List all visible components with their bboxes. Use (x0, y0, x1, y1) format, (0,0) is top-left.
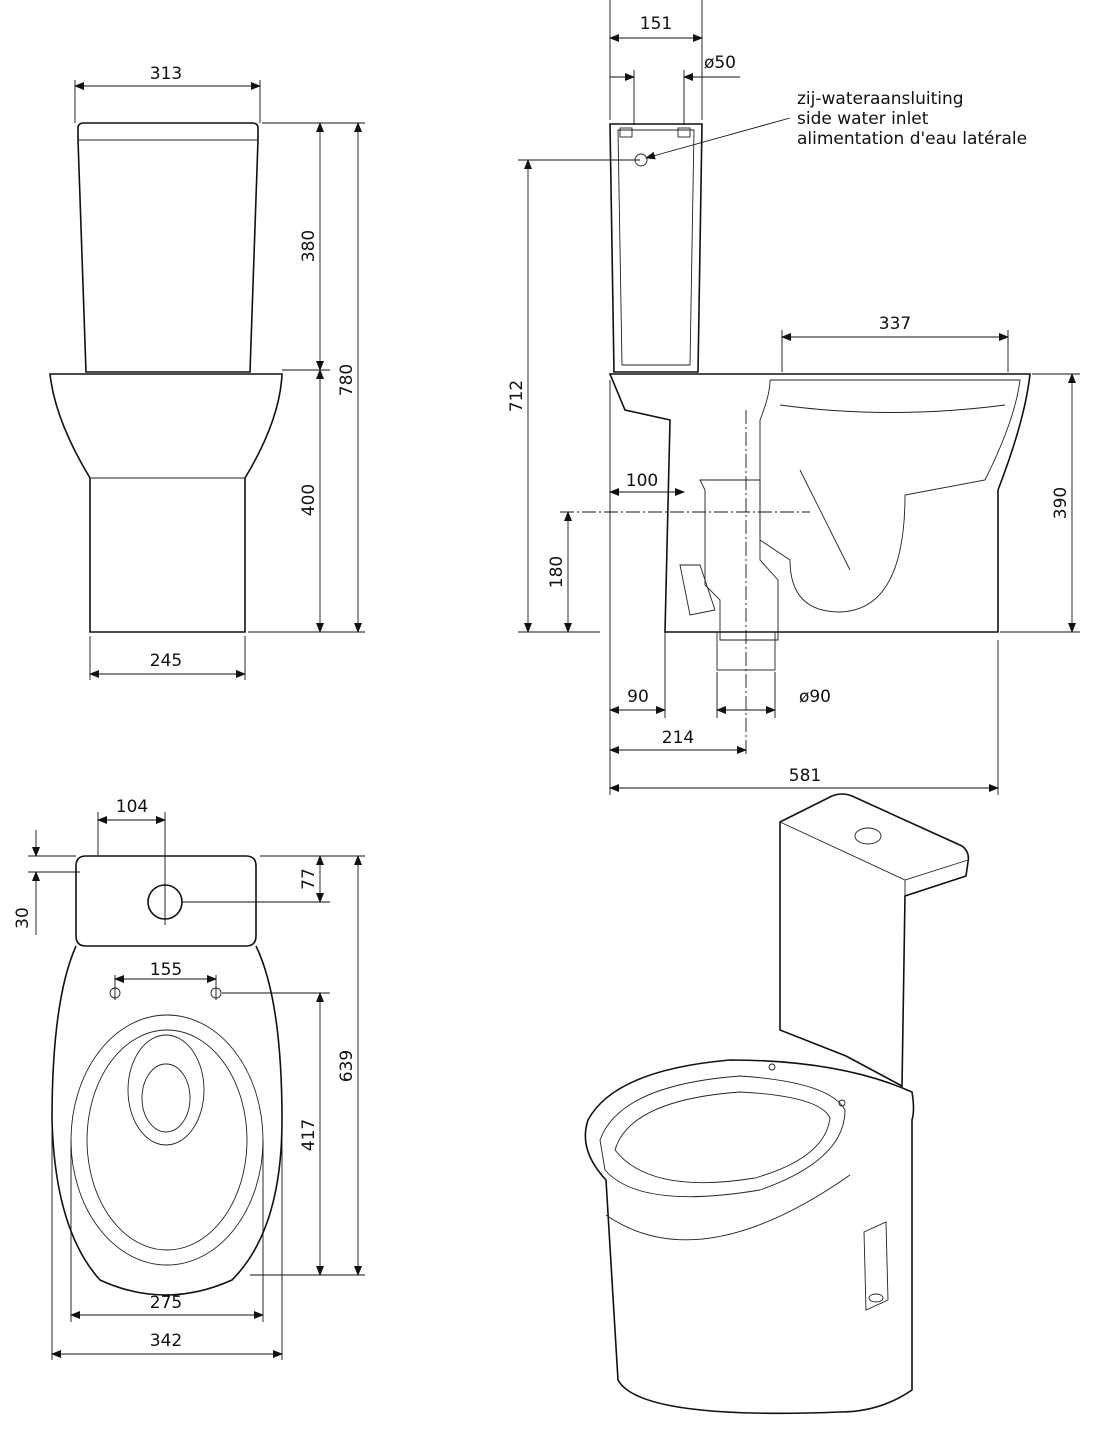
dim-639: 639 (337, 1050, 357, 1082)
front-tank (77, 122, 259, 373)
dim-712: 712 (507, 380, 527, 412)
side-bowl (608, 373, 1031, 633)
dim-275: 275 (150, 1293, 182, 1313)
dim-390: 390 (1051, 487, 1071, 519)
dim-337: 337 (879, 314, 911, 334)
perspective-bowl (584, 1059, 915, 1415)
dim-155: 155 (150, 960, 182, 980)
top-view: 104 77 30 155 639 417 275 342 (13, 797, 365, 1360)
inlet-note-fr: alimentation d'eau latérale (797, 129, 1027, 149)
dim-313: 313 (150, 64, 182, 84)
dim-151: 151 (640, 14, 672, 34)
dim-417: 417 (299, 1119, 319, 1151)
dim-342: 342 (150, 1331, 182, 1351)
inlet-note-nl: zij-wateraansluiting (797, 89, 964, 109)
dim-581: 581 (789, 766, 821, 786)
dim-104: 104 (116, 797, 148, 817)
top-tank (75, 855, 257, 947)
side-view: 151 ø50 zij-wateraansluiting side water … (507, 0, 1080, 795)
dim-o90: ø90 (799, 687, 831, 707)
dim-77: 77 (299, 868, 319, 890)
dim-214: 214 (662, 728, 694, 748)
dim-180: 180 (547, 556, 567, 588)
dim-380: 380 (299, 230, 319, 262)
side-tank (609, 123, 703, 373)
dim-780: 780 (337, 364, 357, 396)
top-bowl (51, 945, 283, 1296)
front-bowl (49, 373, 283, 633)
front-view: 313 380 780 400 245 (49, 64, 365, 680)
dim-100: 100 (626, 471, 658, 491)
dim-400: 400 (299, 484, 319, 516)
dim-o50: ø50 (704, 53, 736, 73)
dim-245: 245 (150, 651, 182, 671)
inlet-note-en: side water inlet (797, 109, 929, 129)
dim-90: 90 (627, 687, 649, 707)
perspective-tank (779, 793, 970, 1088)
perspective-view (584, 793, 970, 1415)
dim-30: 30 (13, 907, 33, 929)
